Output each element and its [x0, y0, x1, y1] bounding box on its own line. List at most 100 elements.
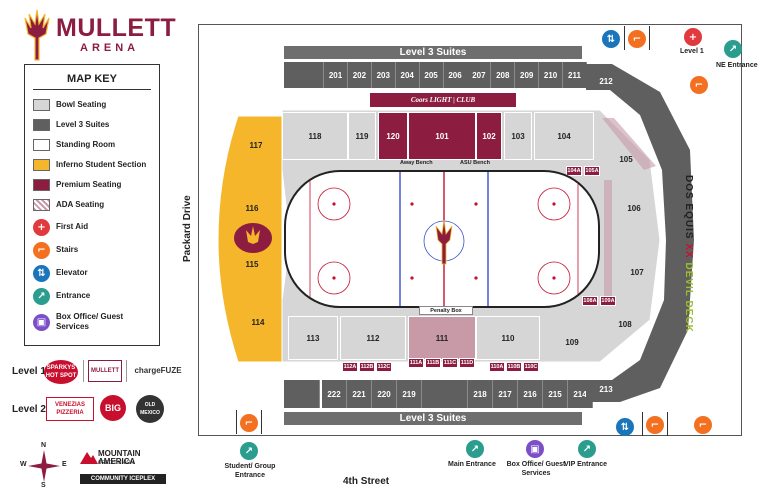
suite-216[interactable]: 216 — [518, 380, 543, 408]
suite-213[interactable]: 213 — [599, 384, 613, 394]
key-entrance: ↗ Entrance — [33, 287, 157, 305]
suite-217[interactable]: 217 — [493, 380, 518, 408]
brand-subtitle: ARENA — [80, 42, 140, 54]
section-109[interactable]: 109 — [565, 337, 579, 347]
stairs-icon[interactable]: ⌐ — [646, 416, 664, 434]
stairs-icon[interactable]: ⌐ — [628, 30, 646, 48]
premium-box-105A[interactable]: 105A — [584, 166, 600, 176]
section-105[interactable]: 105 — [619, 154, 633, 164]
suite-215[interactable]: 215 — [543, 380, 568, 408]
section-112[interactable]: 112 — [340, 316, 406, 360]
section-107[interactable]: 107 — [630, 267, 644, 277]
outer-suite-curve — [586, 64, 694, 402]
suite-201[interactable]: 201 — [324, 62, 348, 88]
sun-devil-logo-icon — [232, 221, 274, 255]
suite-218[interactable]: 218 — [468, 380, 493, 408]
suite-204[interactable]: 204 — [395, 62, 420, 88]
premium-box-104A[interactable]: 104A — [566, 166, 582, 176]
premium-box-110B[interactable]: 110B — [506, 362, 522, 372]
premium-box-111C[interactable]: 111C — [442, 358, 458, 368]
home-bench-label: ASU Bench — [460, 160, 490, 166]
key-label: Bowl Seating — [56, 100, 107, 109]
suite-209[interactable]: 209 — [515, 62, 540, 88]
premium-box-111B[interactable]: 111B — [425, 358, 441, 368]
stairs-icon[interactable]: ⌐ — [690, 76, 708, 94]
key-level3-suites: Level 3 Suites — [33, 116, 157, 134]
away-bench-label: Away Bench — [400, 160, 433, 166]
sponsor-sparkys: SPARKYS HOT SPOT — [44, 360, 78, 384]
suite-211[interactable]: 211 — [563, 62, 587, 88]
suite-blank[interactable] — [284, 62, 324, 88]
elevator-icon[interactable]: ⇅ — [616, 418, 634, 436]
ne-entrance-icon[interactable]: ↗ — [724, 40, 742, 58]
suite-220[interactable]: 220 — [372, 380, 397, 408]
suite-210[interactable]: 210 — [539, 62, 564, 88]
suite-203[interactable]: 203 — [371, 62, 396, 88]
suite-blank[interactable] — [422, 380, 468, 408]
premium-box-112C[interactable]: 112C — [376, 362, 392, 372]
premium-box-111D[interactable]: 111D — [459, 358, 475, 368]
stairs-bracket — [642, 412, 668, 436]
rink-markings — [309, 172, 579, 306]
suite-202[interactable]: 202 — [347, 62, 372, 88]
suite-212[interactable]: 212 — [599, 76, 613, 86]
premium-box-108A[interactable]: 108A — [582, 296, 598, 306]
main-entrance-label: Main Entrance — [448, 461, 496, 468]
suite-blank[interactable] — [284, 380, 320, 408]
ne-entrance-label: NE Entrance — [716, 62, 758, 69]
section-111[interactable]: 111 — [408, 316, 476, 360]
premium-box-110A[interactable]: 110A — [489, 362, 505, 372]
first-aid-icon[interactable]: + — [684, 28, 702, 46]
key-premium: Premium Seating — [33, 176, 157, 194]
section-119[interactable]: 119 — [348, 112, 376, 160]
student-entrance-icon[interactable]: ↗ — [240, 442, 258, 460]
premium-box-111A[interactable]: 111A — [408, 358, 424, 368]
suite-207[interactable]: 207 — [467, 62, 492, 88]
compass-n: N — [41, 442, 47, 449]
brand-name: MULLETT — [56, 14, 177, 42]
section-103[interactable]: 103 — [504, 112, 532, 160]
penalty-box: Penalty Box — [419, 306, 473, 315]
section-108[interactable]: 108 — [618, 319, 632, 329]
box-office-label: Box Office/ Guest Services — [506, 461, 566, 477]
vip-entrance-icon[interactable]: ↗ — [578, 440, 596, 458]
section-117[interactable]: 117 — [249, 140, 263, 150]
mountain-name: MOUNTAIN AMERICA — [98, 449, 141, 466]
stairs-icon[interactable]: ⌐ — [694, 416, 712, 434]
section-116[interactable]: 116 — [245, 203, 259, 213]
sponsor-chargefuze: chargeFUZE — [134, 366, 182, 375]
suite-222[interactable]: 222 — [322, 380, 347, 408]
section-101[interactable]: 101 — [408, 112, 476, 160]
section-104[interactable]: 104 — [534, 112, 594, 160]
sponsor-venezias: VENEZIAS PIZZERIA — [46, 397, 94, 421]
section-114[interactable]: 114 — [251, 317, 265, 327]
suite-208[interactable]: 208 — [491, 62, 516, 88]
premium-box-109A[interactable]: 109A — [600, 296, 616, 306]
community-iceplex-bar: COMMUNITY ICEPLEX — [80, 474, 166, 484]
premium-box-110C[interactable]: 110C — [523, 362, 539, 372]
box-office-icon[interactable]: ▣ — [526, 440, 544, 458]
section-110[interactable]: 110 — [476, 316, 540, 360]
compass-s: S — [41, 482, 46, 489]
stairs-icon[interactable]: ⌐ — [240, 414, 258, 432]
section-118[interactable]: 118 — [282, 112, 348, 160]
suite-219[interactable]: 219 — [397, 380, 422, 408]
main-entrance-icon[interactable]: ↗ — [466, 440, 484, 458]
section-102[interactable]: 102 — [476, 112, 502, 160]
suite-206[interactable]: 206 — [443, 62, 468, 88]
key-label: Elevator — [56, 268, 88, 277]
map-key-title: MAP KEY — [67, 73, 117, 85]
suite-205[interactable]: 205 — [419, 62, 444, 88]
compass-icon — [28, 450, 60, 482]
elevator-icon[interactable]: ⇅ — [602, 30, 620, 48]
section-120[interactable]: 120 — [378, 112, 408, 160]
mountain-icon — [80, 452, 98, 464]
premium-box-112A[interactable]: 112A — [342, 362, 358, 372]
suite-221[interactable]: 221 — [347, 380, 372, 408]
key-label: Box Office/ Guest Services — [56, 312, 124, 331]
section-115[interactable]: 115 — [245, 259, 259, 269]
premium-box-112B[interactable]: 112B — [359, 362, 375, 372]
section-113[interactable]: 113 — [288, 316, 338, 360]
section-106[interactable]: 106 — [627, 203, 641, 213]
street-4th: 4th Street — [343, 476, 390, 487]
